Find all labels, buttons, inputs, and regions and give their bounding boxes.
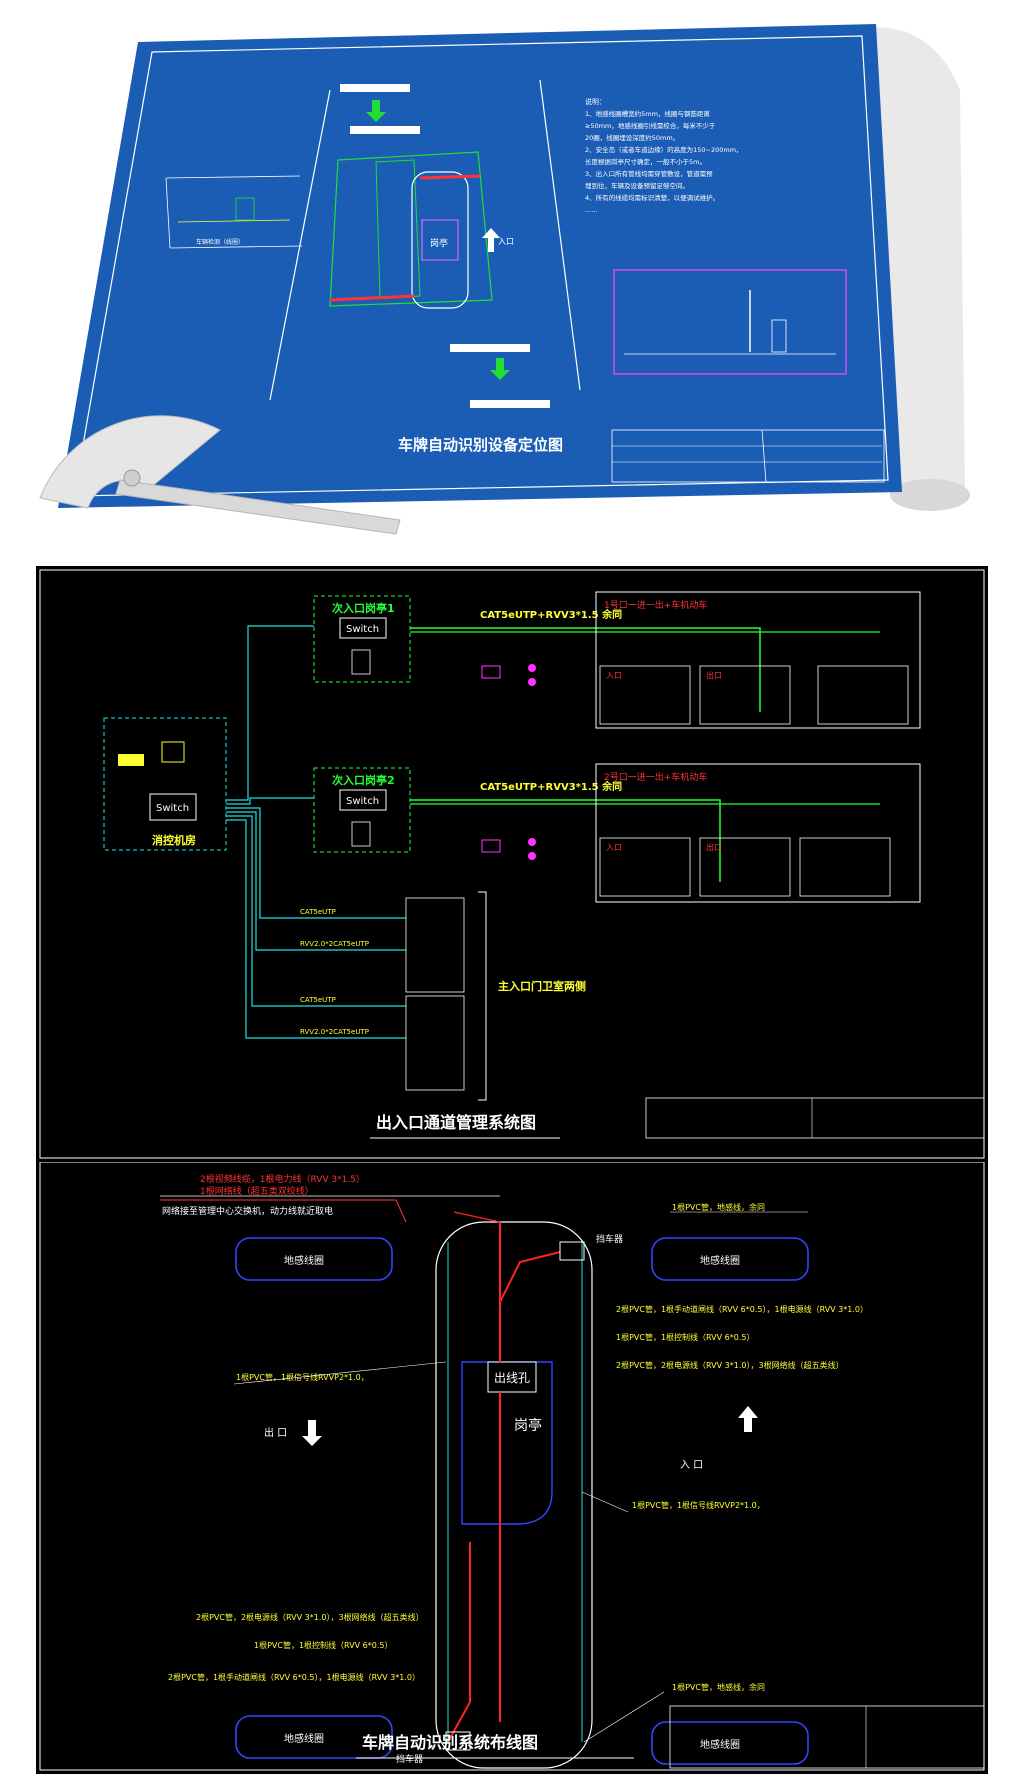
lane2-box (595, 763, 921, 903)
cable-label-1: CAT5eUTP+RVV3*1.5 余同 (480, 608, 622, 621)
notes-line: 3、出入口所有管线均需穿管敷设，管道需预 (585, 169, 713, 178)
lane1-out: 出口 (706, 670, 722, 680)
wiring-panel: 2根视频线缆，1根电力线（RVV 3*1.5） 1根网络线（超五类双绞线） 网络… (36, 1162, 988, 1774)
notes-line: 1、地感线圈槽宽约5mm，线圈与钢筋距离 (585, 109, 710, 118)
protractor (39, 415, 401, 535)
speed-bump (340, 84, 410, 92)
notes-line: ...... (585, 206, 597, 214)
detail-box (613, 269, 847, 375)
booth-label: 岗亭 (430, 237, 448, 249)
booth2-box (313, 767, 411, 853)
barrier-top-label: 挡车器 (596, 1233, 623, 1245)
blueprint-panel: 岗亭 入口 车辆检测（线圈） 说明： 1、地感线圈槽宽约5mm，线圈与钢筋距离 ≥… (0, 0, 1024, 560)
booth-outline (411, 171, 469, 309)
loop-bottom-left (235, 1715, 393, 1759)
control-room-box (103, 717, 227, 851)
cable-power-2: RVV2.0*2CAT5eUTP (300, 1028, 369, 1036)
entry-label: 入口 (498, 237, 514, 246)
barrier-bottom (445, 1731, 471, 1751)
loop-bottom-left-label: 地感线圈 (284, 1732, 324, 1745)
switch-booth1-label: Switch (346, 624, 379, 635)
lane1-gates: 入口 出口 (599, 665, 909, 725)
lane2-in: 入口 (606, 843, 622, 852)
control-room-label: 消控机房 (152, 833, 196, 847)
switch-main (149, 793, 197, 821)
label-l4: 2根PVC管，1根手动道闸线（RVV 6*0.5），1根电源线（RVV 3*1.… (168, 1672, 420, 1682)
booth2-label: 次入口岗亭2 (332, 773, 395, 787)
wiring-title: 车牌自动识别系统布线图 (362, 1733, 538, 1752)
notes-line: ≥50mm，地感线圈引线需绞合，每米不少于 (585, 121, 716, 130)
blueprint-title: 车牌自动识别设备定位图 (398, 436, 563, 454)
system-panel: Switch 消控机房 次入口岗亭1 Switch 次入口岗亭2 Switch … (36, 566, 988, 1162)
cable-label-2: CAT5eUTP+RVV3*1.5 余同 (480, 780, 622, 793)
lane1-label: 1号口一进一出+车机动车 (604, 599, 707, 611)
barrier-bottom-label: 挡车器 (396, 1753, 423, 1765)
gate-upper (405, 897, 465, 993)
cable-power-1: RVV2.0*2CAT5eUTP (300, 940, 369, 948)
cable-small-1: CAT5eUTP (300, 908, 336, 916)
entry-label-wiring: 入 口 (680, 1460, 703, 1471)
notes-block: 1、地感线圈槽宽约5mm，线圈与钢筋距离 ≥50mm，地感线圈引线需绞合，每米不少… (585, 109, 743, 214)
lane2-label: 2号口一进一出+车机动车 (604, 771, 707, 783)
top-note-3: 网络接至管理中心交换机，动力线就近取电 (162, 1205, 333, 1217)
top-note-1: 2根视频线缆，1根电力线（RVV 3*1.5） (200, 1173, 365, 1185)
label-r3: 1根PVC管，1根控制线（RVV 6*0.5） (616, 1332, 754, 1342)
notes-line: 长度根据岗亭尺寸确定，一般不小于5m。 (585, 157, 706, 166)
loop-bottom-right (651, 1721, 809, 1765)
switch-booth2 (339, 789, 387, 811)
loop-top-right-label: 地感线圈 (700, 1254, 740, 1267)
label-l3: 1根PVC管，1根控制线（RVV 6*0.5） (254, 1640, 392, 1650)
loop-bottom-right-label: 地感线圈 (700, 1738, 740, 1751)
lane2-out: 出口 (706, 842, 722, 852)
label-r1: 1根PVC管，地感线，余同 (672, 1202, 765, 1212)
barrier-top (559, 1241, 585, 1261)
loop-top-left (235, 1237, 393, 1281)
lane1-box (595, 591, 921, 729)
outlet-box (487, 1361, 537, 1393)
entry-arrow (738, 1406, 758, 1432)
label-r4: 2根PVC管，2根电源线（RVV 3*1.0），3根网络线（超五类线） (616, 1360, 844, 1370)
paper-roll (860, 27, 965, 510)
lane2-gates: 入口 出口 (599, 837, 891, 897)
label-r5: 1根PVC管，1根信号线RVVP2*1.0， (632, 1500, 765, 1510)
system-title-block (645, 1097, 985, 1139)
top-note-2: 1根网络线（超五类双绞线） (200, 1185, 314, 1197)
exit-label: 出 口 (264, 1426, 287, 1439)
label-r6: 1根PVC管，地感线，余同 (672, 1682, 765, 1692)
gate-side-label: 主入口门卫室两侧 (498, 979, 586, 993)
pc-icon (118, 754, 144, 766)
switch-booth1 (339, 617, 387, 639)
cable-small-2: CAT5eUTP (300, 996, 336, 1004)
island-outline (435, 1221, 593, 1769)
switch-booth2-label: Switch (346, 796, 379, 807)
wiring-booth-label: 岗亭 (514, 1417, 542, 1434)
loop-top-right (651, 1237, 809, 1281)
booth1-label: 次入口岗亭1 (332, 601, 395, 615)
notes-line: 埋到位，车辆及设备预留足够空间。 (585, 181, 689, 190)
detail-label: 车辆检测（线圈） (196, 238, 244, 246)
loop-top-left-label: 地感线圈 (284, 1254, 324, 1267)
lane1-in: 入口 (606, 671, 622, 680)
exit-arrow (302, 1420, 322, 1446)
notes-line: 20圈，线圈埋设深度约50mm。 (585, 133, 679, 142)
notes-header: 说明： (585, 97, 606, 106)
gate-lower (405, 995, 465, 1091)
outlet-label: 出线孔 (494, 1371, 530, 1385)
label-r2: 2根PVC管，1根手动道闸线（RVV 6*0.5），1根电源线（RVV 3*1.… (616, 1304, 868, 1314)
notes-line: 2、安全岛（或者车道边缘）的高度为150~200mm， (585, 145, 743, 154)
blueprint-sheet (58, 24, 902, 508)
label-l2: 2根PVC管，2根电源线（RVV 3*1.0），3根网络线（超五类线） (196, 1612, 424, 1622)
notes-line: 4、所有的线缆均需标识清楚，以便调试维护。 (585, 193, 719, 202)
title-block (611, 429, 885, 483)
wiring-title-block (669, 1705, 985, 1769)
booth-shape (461, 1361, 553, 1525)
switch-main-label: Switch (156, 803, 189, 814)
system-title: 出入口通道管理系统图 (376, 1113, 536, 1132)
